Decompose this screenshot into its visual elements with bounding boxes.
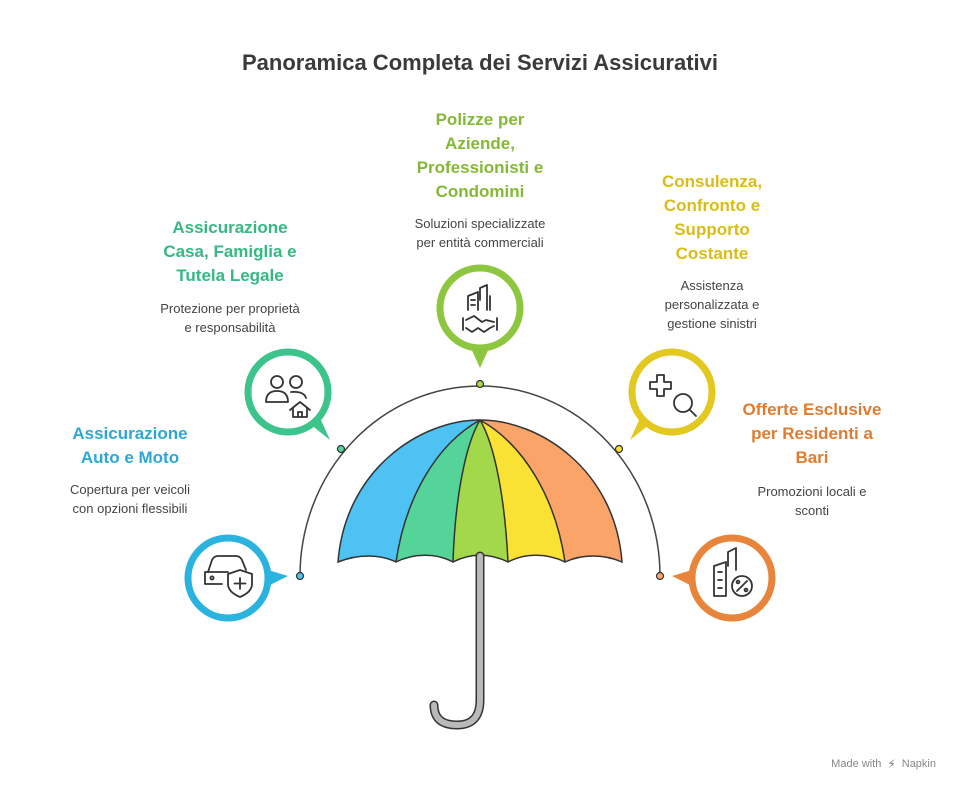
heading-casa: Assicurazione Casa, Famiglia e Tutela Le…	[130, 216, 330, 288]
made-with-label: Made with	[831, 758, 882, 770]
heading-consulenza-line-4: Costante	[675, 244, 749, 263]
heading-casa-line-2: Casa, Famiglia e	[163, 242, 297, 261]
heading-consulenza-line-1: Consulenza,	[661, 172, 763, 191]
desc-aziende: Soluzioni specializzate per entità comme…	[380, 214, 580, 252]
building-discount-icon	[713, 547, 753, 597]
desc-consulenza: Assistenza personalizzata e gestione sin…	[622, 276, 802, 333]
building-handshake-icon	[462, 284, 498, 333]
heading-consulenza-line-3: Supporto	[674, 220, 750, 239]
desc-consulenza-line-3: gestione sinistri	[667, 316, 757, 331]
desc-offerte: Promozioni locali e sconti	[722, 482, 902, 520]
heading-aziende: Polizze per Aziende, Professionisti e Co…	[380, 108, 580, 204]
bubble-aziende	[436, 264, 524, 368]
desc-aziende-line-1: Soluzioni specializzate	[414, 216, 546, 231]
canopy-panel-green	[396, 420, 480, 562]
arc-dot-consulenza	[614, 444, 624, 454]
desc-casa-line-2: e responsabilità	[184, 320, 276, 335]
heading-consulenza: Consulenza, Confronto e Supporto Costant…	[622, 170, 802, 266]
heading-casa-line-1: Assicurazione	[172, 218, 288, 237]
family-home-icon	[265, 375, 311, 418]
heading-offerte: Offerte Esclusive per Residenti a Bari	[722, 398, 902, 470]
heading-offerte-line-2: per Residenti a	[751, 424, 873, 443]
heading-aziende-line-1: Polizze per	[435, 110, 525, 129]
desc-auto: Copertura per veicoli con opzioni flessi…	[40, 480, 220, 518]
footer-credit: Made with ⚡ Napkin	[831, 757, 936, 771]
desc-offerte-line-2: sconti	[795, 503, 829, 518]
heading-auto: Assicurazione Auto e Moto	[40, 422, 220, 470]
medical-search-icon	[649, 374, 697, 417]
canopy-panel-blue	[338, 420, 480, 562]
arc-dot-offerte	[655, 571, 665, 581]
heading-auto-line-1: Assicurazione	[72, 424, 188, 443]
car-shield-icon	[204, 555, 253, 598]
desc-casa: Protezione per proprietà e responsabilit…	[130, 299, 330, 337]
heading-aziende-line-2: Aziende,	[445, 134, 515, 153]
heading-offerte-line-1: Offerte Esclusive	[742, 400, 882, 419]
arc-dot-casa	[336, 444, 346, 454]
heading-casa-line-3: Tutela Legale	[176, 266, 284, 285]
bubble-auto	[184, 534, 288, 622]
canopy-panel-orange	[480, 420, 622, 562]
desc-auto-line-1: Copertura per veicoli	[70, 482, 190, 497]
bubble-offerte	[672, 534, 776, 622]
desc-auto-line-2: con opzioni flessibili	[72, 501, 188, 516]
heading-auto-line-2: Auto e Moto	[80, 448, 180, 467]
desc-consulenza-line-2: personalizzata e	[664, 297, 760, 312]
napkin-logo-icon: ⚡	[887, 757, 896, 771]
heading-offerte-line-3: Bari	[795, 448, 829, 467]
arc-dot-aziende	[475, 379, 485, 389]
desc-aziende-line-2: per entità commerciali	[416, 235, 544, 250]
desc-casa-line-1: Protezione per proprietà	[160, 301, 300, 316]
bubble-casa	[244, 348, 332, 440]
heading-aziende-line-3: Professionisti e	[416, 158, 544, 177]
arc-dot-auto	[295, 571, 305, 581]
heading-consulenza-line-2: Confronto e	[663, 196, 761, 215]
bubble-consulenza	[628, 348, 716, 440]
umbrella-handle	[429, 551, 485, 730]
desc-offerte-line-1: Promozioni locali e	[757, 484, 867, 499]
page-title: Panoramica Completa dei Servizi Assicura…	[241, 50, 719, 75]
canopy-panel-yellow	[480, 420, 565, 562]
brand-label: Napkin	[901, 758, 936, 770]
desc-consulenza-line-1: Assistenza	[680, 278, 744, 293]
umbrella-canopy	[337, 419, 623, 564]
heading-aziende-line-4: Condomini	[435, 182, 525, 201]
